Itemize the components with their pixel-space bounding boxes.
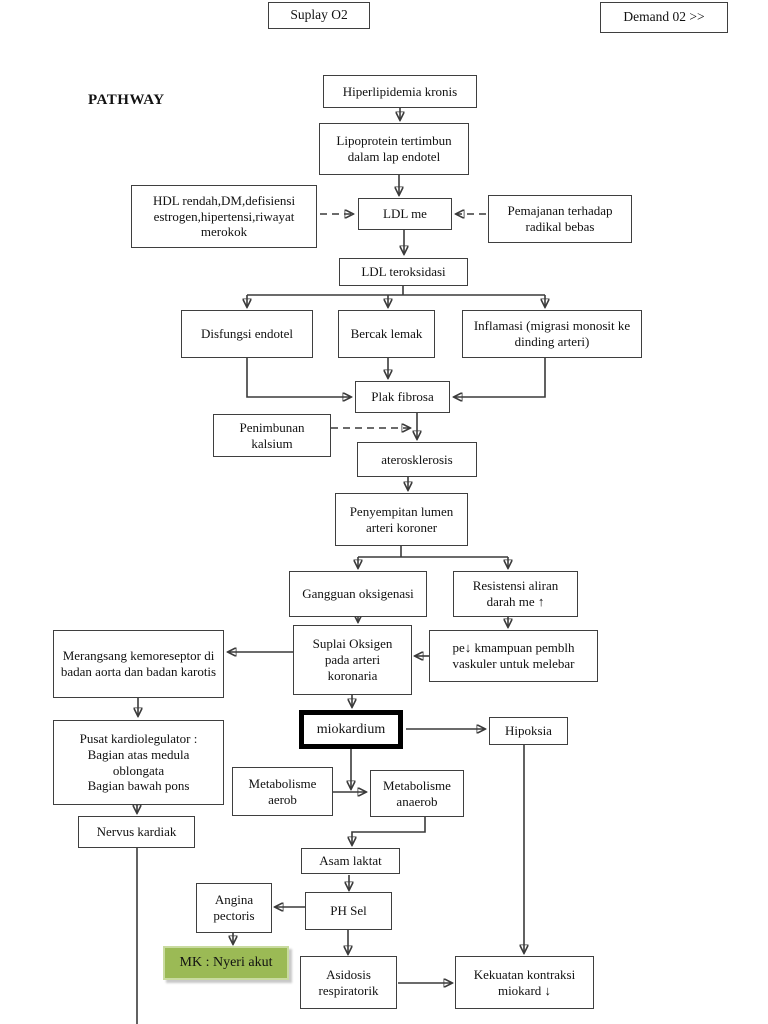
node-mk-nyeri-akut: MK : Nyeri akut xyxy=(163,946,289,980)
page-title: PATHWAY xyxy=(88,92,165,108)
node-angina-pectoris: Angina pectoris xyxy=(196,883,272,933)
node-asidosis: Asidosis respiratorik xyxy=(300,956,397,1009)
node-disfungsi-endotel: Disfungsi endotel xyxy=(181,310,313,358)
node-ldl-me: LDL me xyxy=(358,198,452,230)
node-lipoprotein: Lipoprotein tertimbun dalam lap endotel xyxy=(319,123,469,175)
node-nervus-kardiak: Nervus kardiak xyxy=(78,816,195,848)
node-merangsang: Merangsang kemoreseptor di badan aorta d… xyxy=(53,630,224,698)
node-kekuatan-kontraksi: Kekuatan kontraksi miokard ↓ xyxy=(455,956,594,1009)
node-inflamasi: Inflamasi (migrasi monosit ke dinding ar… xyxy=(462,310,642,358)
node-resistensi: Resistensi aliran darah me ↑ xyxy=(453,571,578,617)
node-pe-kemampuan: pe↓ kmampuan pemblh vaskuler untuk meleb… xyxy=(429,630,598,682)
node-hipoksia: Hipoksia xyxy=(489,717,568,745)
node-metabolisme-anaerob: Metabolisme anaerob xyxy=(370,770,464,817)
arrow-inflamasi-plak xyxy=(454,358,546,397)
node-hiperlipidemia: Hiperlipidemia kronis xyxy=(323,75,477,108)
demand-o2-box: Demand 02 >> xyxy=(600,2,728,33)
suplay-o2-box: Suplay O2 xyxy=(268,2,370,29)
node-hdl-rendah: HDL rendah,DM,defisiensi estrogen,hipert… xyxy=(131,185,317,248)
arrow-disfungsi-plak xyxy=(246,358,351,397)
node-ph-sel: PH Sel xyxy=(305,892,392,930)
node-penyempitan: Penyempitan lumen arteri koroner xyxy=(335,493,468,546)
node-miokardium: miokardium xyxy=(299,710,403,749)
node-metabolisme-aerob: Metabolisme aerob xyxy=(232,767,333,816)
node-pusat-kardioregulator: Pusat kardiolegulator : Bagian atas medu… xyxy=(53,720,224,805)
node-suplai-oksigen: Suplai Oksigen pada arteri koronaria xyxy=(293,625,412,695)
node-pemajanan: Pemajanan terhadap radikal bebas xyxy=(488,195,632,243)
node-ldl-teroksidasi: LDL teroksidasi xyxy=(339,258,468,286)
node-aterosklerosis: aterosklerosis xyxy=(357,442,477,477)
arrow-anaerob-asamlaktat xyxy=(352,817,426,845)
node-plak-fibrosa: Plak fibrosa xyxy=(355,381,450,413)
node-penimbunan-kalsium: Penimbunan kalsium xyxy=(213,414,331,457)
node-bercak-lemak: Bercak lemak xyxy=(338,310,435,358)
node-asam-laktat: Asam laktat xyxy=(301,848,400,874)
node-gangguan-oksigenasi: Gangguan oksigenasi xyxy=(289,571,427,617)
